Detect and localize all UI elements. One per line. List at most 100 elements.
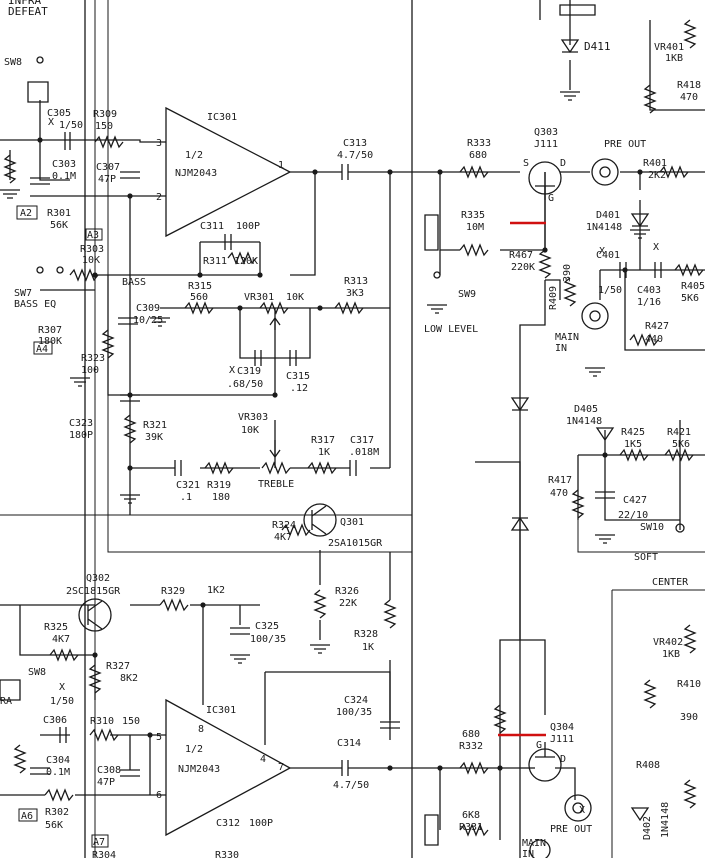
c305-ref: C305 <box>47 108 71 119</box>
c317-value: .018M <box>349 447 379 458</box>
r321-ref: R321 <box>143 420 167 431</box>
ic301-lower-ref: IC301 <box>206 705 236 716</box>
d405-part: 1N4148 <box>566 416 602 427</box>
r326-value: 22K <box>339 598 357 609</box>
r311-value: 120K <box>234 256 258 267</box>
vr402-value: 1KB <box>662 649 680 660</box>
c312-value: 100P <box>249 818 273 829</box>
ic301-upper-part: NJM2043 <box>175 168 217 179</box>
c325-value: 100/35 <box>250 634 286 645</box>
c319-value: .68/50 <box>227 379 263 390</box>
ic301-lower-part: NJM2043 <box>178 764 220 775</box>
r323-value: 100 <box>81 365 99 376</box>
r418-ref: R410 <box>677 679 701 690</box>
c323-value: 180P <box>69 430 93 441</box>
label-sw8-bottom: SW8 <box>28 667 46 678</box>
c314-value: 4.7/50 <box>333 780 369 791</box>
c312-ref: C312 <box>216 818 240 829</box>
ic301-lower-pin7: 7 <box>278 762 284 773</box>
q303-pin-s: S <box>523 158 529 169</box>
r319-ref: R319 <box>207 480 231 491</box>
c319-ref: C319 <box>237 366 261 377</box>
r401-value: 5K6 <box>681 293 699 304</box>
r425-value: 5K6 <box>672 439 690 450</box>
r325-value: 4K7 <box>52 634 70 645</box>
r302-value: 56K <box>45 820 63 831</box>
r335-ref: R467 <box>509 250 533 261</box>
c303-ref: C303 <box>52 159 76 170</box>
ic301-lower-pin4: 4 <box>260 754 266 765</box>
r310-ref: R310 <box>90 716 114 727</box>
label-center: CENTER <box>652 577 689 588</box>
c311-value: 100P <box>236 221 260 232</box>
connector-tags <box>16 205 109 848</box>
r307-ref: R307 <box>38 325 62 336</box>
r417-ref: R418 <box>677 80 701 91</box>
r328-value: 1K <box>362 642 374 653</box>
x-mark-c319: X <box>229 365 235 376</box>
q303-pin-g: G <box>548 193 554 204</box>
r319-value: 180 <box>212 492 230 503</box>
c315-value: .12 <box>290 383 308 394</box>
connector-a7: A7 <box>93 837 105 848</box>
r315-ref: R315 <box>188 281 212 292</box>
label-low-level: LOW LEVEL <box>424 324 478 335</box>
c308-value: 47P <box>97 777 115 788</box>
c309-value: 10/25 <box>133 315 163 326</box>
r311-ref: R311 <box>203 256 227 267</box>
ic301-upper-half: 1/2 <box>185 150 203 161</box>
r427-ref: R425 <box>621 427 645 438</box>
r332-value: 6K8 <box>462 810 480 821</box>
ic301-upper-pin3: 3 <box>156 138 162 149</box>
c324-ref: C324 <box>344 695 368 706</box>
r329-value: 1K2 <box>207 585 225 596</box>
vr303-value: 10K <box>241 425 259 436</box>
c427-ref: C427 <box>623 495 647 506</box>
r331-ref: R333 <box>467 138 491 149</box>
r330-ref: R332 <box>459 741 483 752</box>
vr401-ref: VR401 <box>654 42 684 53</box>
d402-part: 1N4148 <box>660 802 671 838</box>
vr301-ref: VR301 <box>244 292 274 303</box>
lower-wiring <box>0 550 576 830</box>
r330-value: 680 <box>462 729 480 740</box>
label-sw9: SW9 <box>458 289 476 300</box>
ic301-lower-pin8: 8 <box>198 724 204 735</box>
r324-value: 4K7 <box>274 532 292 543</box>
ic301-lower-opamp <box>165 698 292 837</box>
c324-value: 100/35 <box>336 707 372 718</box>
q304-pin-g: G <box>536 740 542 751</box>
d401-ref: D401 <box>596 210 620 221</box>
r327-value: 8K2 <box>120 673 138 684</box>
q304-part: J111 <box>550 734 574 745</box>
c307-value: 47P <box>98 174 116 185</box>
transistor-symbols <box>78 161 562 782</box>
q302-ref: Q302 <box>86 573 110 584</box>
r313-ref: R313 <box>344 276 368 287</box>
diode-symbols <box>510 39 650 822</box>
r332-ref: R331 <box>459 822 483 833</box>
q303-part: J111 <box>534 139 558 150</box>
r333-value: 10M <box>466 222 484 233</box>
r304-ref: R304 <box>92 850 116 858</box>
r331-value: 680 <box>469 150 487 161</box>
vr303-ref: VR303 <box>238 412 268 423</box>
c305-value: 1/50 <box>59 120 83 131</box>
r303-ref: R303 <box>80 244 104 255</box>
c314-ref: C314 <box>337 738 361 749</box>
label-bass: BASS <box>122 277 146 288</box>
r301-value: 56K <box>50 220 68 231</box>
d411-ref: D411 <box>584 40 611 53</box>
r325-ref: R325 <box>44 622 68 633</box>
ic301-lower-pin5: 5 <box>156 732 162 743</box>
ground-symbols <box>0 91 650 664</box>
label-bass-eq: BASS EQ <box>14 299 56 310</box>
q301-part: 2SA1015GR <box>328 538 383 549</box>
c317-ref: C317 <box>350 435 374 446</box>
r317-value: 1K <box>318 447 330 458</box>
c323-ref: C323 <box>69 418 93 429</box>
c321-value: .1 <box>180 492 192 503</box>
